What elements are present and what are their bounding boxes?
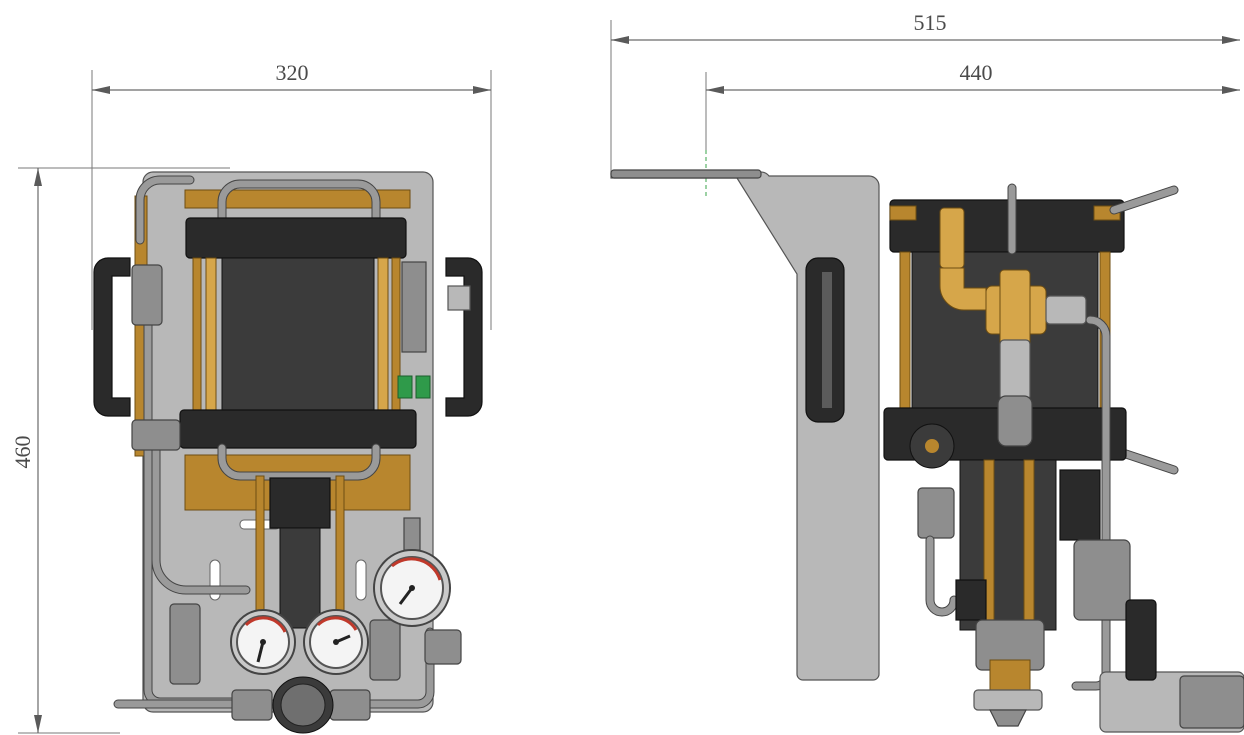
right-handle: [445, 257, 483, 417]
side-body-dimension: 440: [705, 60, 1240, 198]
side-body-label: 440: [960, 60, 993, 85]
side-overall-dimension: 515: [610, 10, 1240, 172]
front-width-label: 320: [276, 60, 309, 85]
side-view-pump: [610, 169, 1244, 733]
pressure-gauge-icon: [303, 609, 369, 675]
side-overall-label: 515: [914, 10, 947, 35]
front-width-dimension: 320: [91, 60, 492, 330]
front-height-dimension: 460: [10, 167, 230, 734]
pressure-gauge-icon: [230, 609, 296, 675]
mounting-bracket: [610, 171, 880, 681]
left-handle: [93, 257, 131, 417]
front-view-pump: [93, 171, 483, 734]
pressure-gauge-icon: [373, 517, 451, 627]
front-height-label: 460: [10, 436, 35, 469]
